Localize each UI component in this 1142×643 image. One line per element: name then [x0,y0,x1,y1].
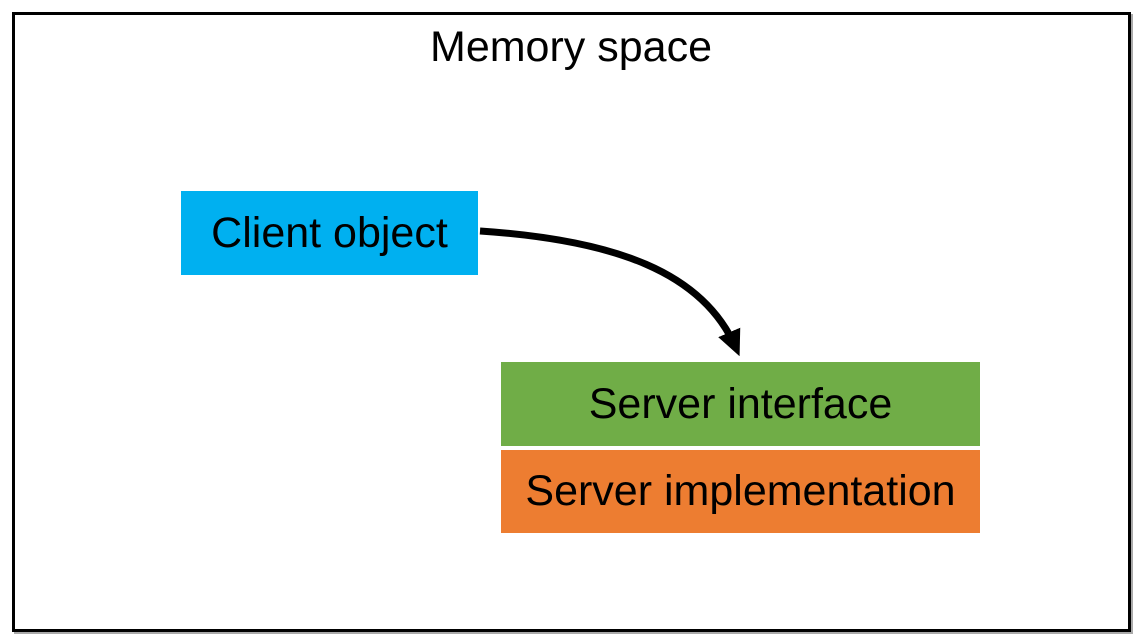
server-interface-box: Server interface [501,362,980,446]
client-object-box: Client object [181,191,478,275]
memory-space-frame [12,12,1131,632]
client-object-label: Client object [211,208,448,257]
diagram-title: Memory space [430,23,712,71]
server-interface-label: Server interface [588,379,893,428]
server-implementation-box: Server implementation [501,450,980,533]
server-implementation-label: Server implementation [525,467,956,515]
